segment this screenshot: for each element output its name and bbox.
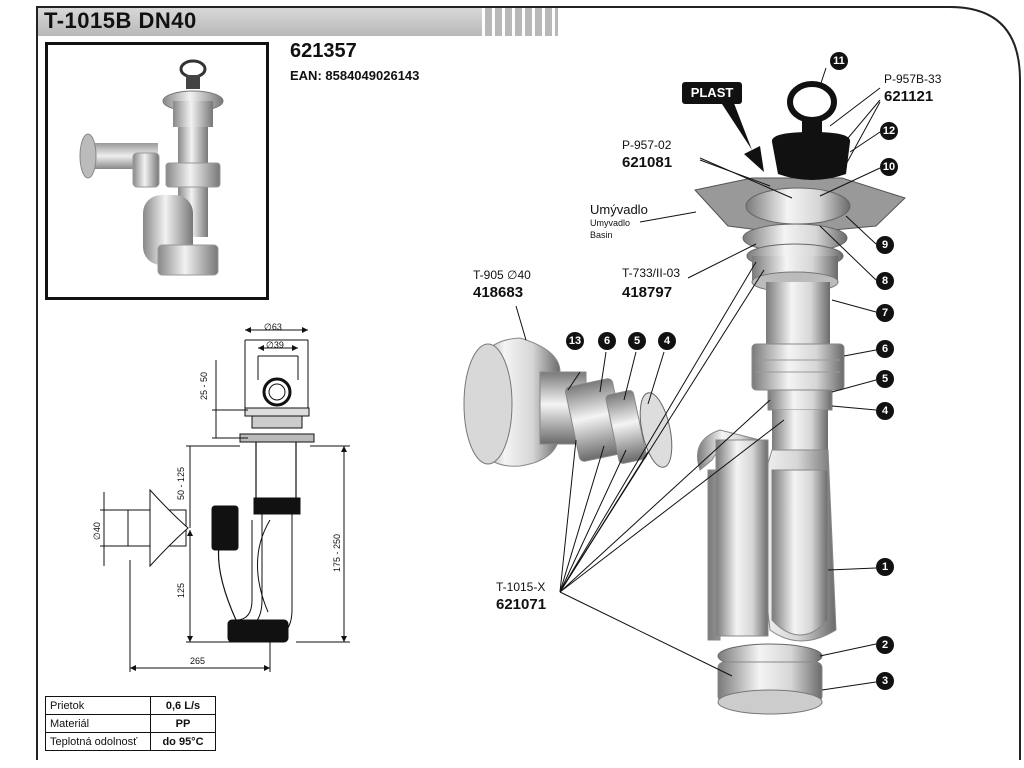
- t905-name: T-905 ∅40: [473, 268, 531, 282]
- t1015x-name: T-1015-X: [496, 580, 546, 594]
- part-number-badge: 6: [876, 340, 894, 358]
- part-number-badge: 5: [876, 370, 894, 388]
- part-number-badge: 5: [628, 332, 646, 350]
- part-number-badge: 10: [880, 158, 898, 176]
- spec-key: Teplotná odolnosť: [45, 732, 151, 751]
- part-number-badge: 3: [876, 672, 894, 690]
- part-number-badge: 13: [566, 332, 584, 350]
- product-photo: [45, 42, 269, 300]
- title-bar-stripes: [482, 8, 558, 36]
- umyvadlo-sub1: Umyvadlo: [590, 218, 631, 228]
- part-number-badge: 8: [876, 272, 894, 290]
- part-number-badge: 11: [830, 52, 848, 70]
- spec-key: Materiál: [45, 714, 151, 733]
- t733-code: 418797: [622, 284, 673, 301]
- p957b33-code: 621121: [884, 88, 934, 105]
- p95702-name: P-957-02: [622, 138, 672, 152]
- part-number-badge: 7: [876, 304, 894, 322]
- t733-name: T-733/II-03: [622, 266, 681, 280]
- dim-d39: ∅39: [266, 340, 284, 350]
- part-number-badge: 1: [876, 558, 894, 576]
- t1015x-code: 621071: [496, 596, 547, 613]
- siphon-photo-image: [79, 59, 224, 276]
- spec-value: do 95°C: [150, 732, 216, 751]
- plast-label: PLAST: [682, 82, 742, 104]
- t905-code: 418683: [473, 284, 524, 301]
- p95702-code: 621081: [622, 154, 673, 171]
- p957b33-name: P-957B-33: [884, 72, 942, 86]
- product-ean: EAN: 8584049026143: [290, 68, 420, 83]
- dim-d63: ∅63: [264, 322, 282, 332]
- product-code: 621357: [290, 40, 357, 62]
- title-bar: [38, 8, 558, 36]
- part-number-badge: 9: [876, 236, 894, 254]
- part-number-badge: 2: [876, 636, 894, 654]
- part-number-badge: 4: [658, 332, 676, 350]
- umyvadlo-name: Umývadlo: [590, 202, 648, 217]
- part-number-badge: 4: [876, 402, 894, 420]
- part-number-badge: 12: [880, 122, 898, 140]
- part-number-badge: 6: [598, 332, 616, 350]
- dim-265: 265: [190, 656, 206, 666]
- umyvadlo-sub2: Basin: [590, 230, 613, 240]
- page-title: T-1015B DN40: [44, 8, 197, 33]
